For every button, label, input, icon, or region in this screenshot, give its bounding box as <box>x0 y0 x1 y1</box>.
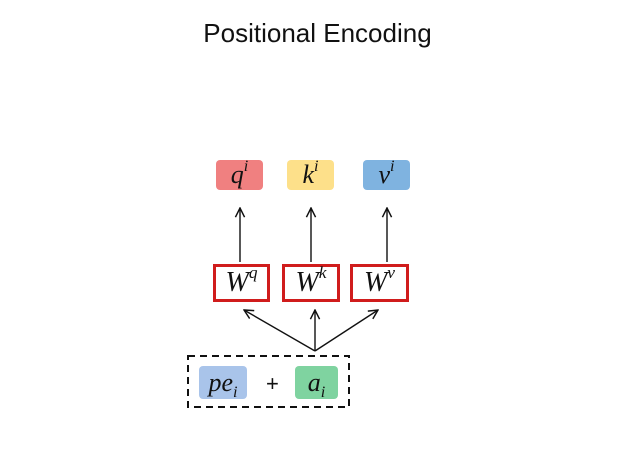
value-output-label: vi <box>378 157 395 189</box>
key-output-label: ki <box>302 157 319 189</box>
query-output-box: qi <box>216 157 263 190</box>
key-weight-label: Wk <box>295 263 327 298</box>
value-output-box: vi <box>363 157 410 190</box>
plus-sign: + <box>266 371 279 396</box>
key-output-box: ki <box>287 157 334 190</box>
arrow-input-to-wq <box>244 310 316 352</box>
input-embedding-box: ai <box>295 366 338 401</box>
query-weight-box: Wq <box>213 264 270 302</box>
query-weight-label: Wq <box>225 263 258 298</box>
value-weight-label: Wv <box>363 263 396 298</box>
arrow-input-to-wv <box>314 310 378 352</box>
diagram-title: Positional Encoding <box>203 18 432 48</box>
positional-encoding-label: pei <box>208 367 238 401</box>
key-weight-box: Wk <box>282 264 340 302</box>
input-dashed-group <box>187 355 350 408</box>
query-output-label: qi <box>230 157 249 189</box>
value-weight-box: Wv <box>350 264 409 302</box>
positional-encoding-box: pei <box>199 366 247 401</box>
input-embedding-label: ai <box>307 367 326 401</box>
